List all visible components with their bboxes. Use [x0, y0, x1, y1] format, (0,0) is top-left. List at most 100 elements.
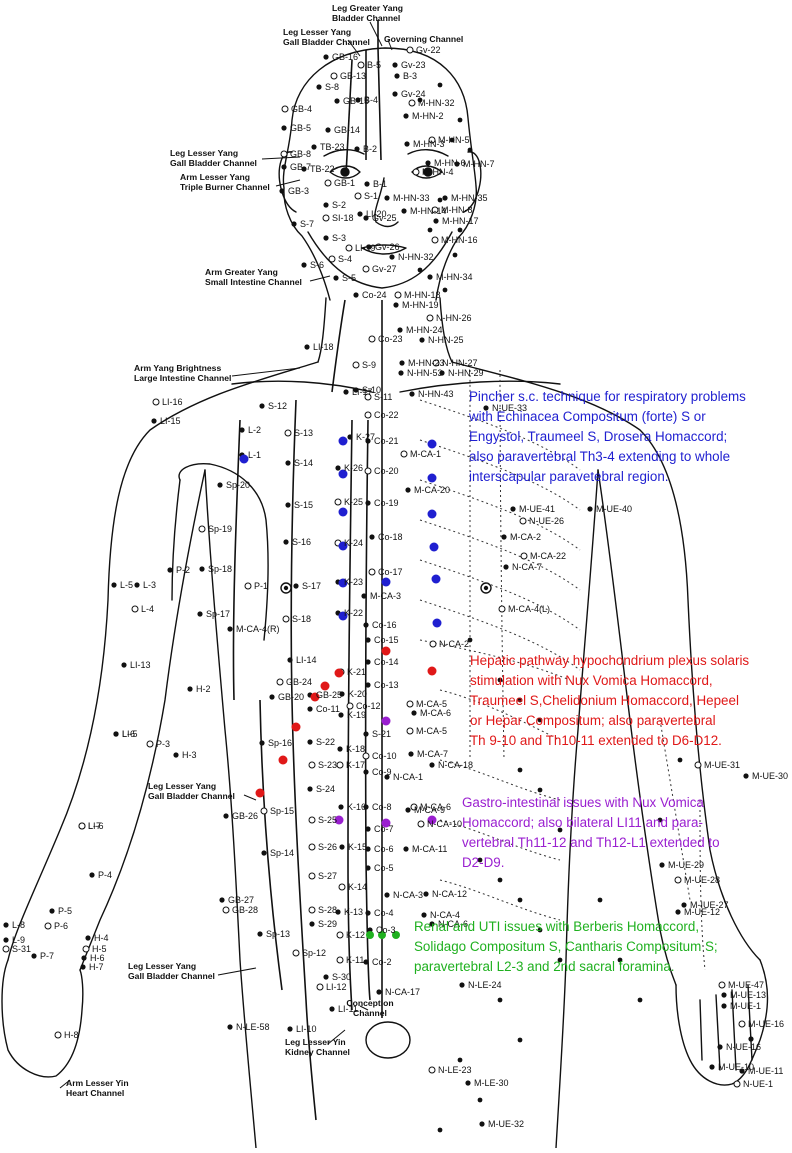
acupoint-hollow — [78, 822, 86, 830]
left-hand — [1, 959, 84, 1078]
acupoint — [457, 117, 463, 123]
point-label: K-17 — [346, 760, 365, 770]
acupoint-hollow — [738, 1020, 746, 1028]
acupoint — [392, 62, 398, 68]
point-label: Sp-16 — [268, 738, 292, 748]
point-label: LI-17 — [352, 387, 373, 397]
point-label: M-CA-4(R) — [236, 624, 280, 634]
acupoint — [323, 974, 329, 980]
acupoint — [425, 160, 431, 166]
right-clavicle — [399, 380, 561, 393]
treatment-point — [381, 716, 391, 726]
point-label: Co-20 — [374, 466, 399, 476]
treatment-point — [334, 815, 344, 825]
treatment-point — [427, 509, 437, 519]
acupoint-hollow — [431, 206, 439, 214]
acupoint — [365, 659, 371, 665]
point-label: L-6 — [122, 729, 135, 739]
acupoint-hollow — [54, 1031, 62, 1039]
point-label: H-3 — [182, 750, 197, 760]
point-label: N-CA-17 — [385, 987, 420, 997]
point-label: K-22 — [344, 608, 363, 618]
hepatic-points — [255, 646, 437, 798]
acupoint — [323, 54, 329, 60]
acupoint — [457, 227, 463, 233]
point-label: Co-22 — [374, 410, 399, 420]
point-label: Gv-25 — [372, 213, 397, 223]
acupoint-hollow — [146, 740, 154, 748]
acupoint-hollow — [362, 752, 370, 760]
right-ear — [463, 151, 482, 213]
acupoint — [411, 710, 417, 716]
point-label: M-HN-6 — [434, 158, 466, 168]
acupoint-hollow — [260, 807, 268, 815]
point-label: K-12 — [346, 930, 365, 940]
acupoint — [121, 662, 127, 668]
point-label: B-1 — [373, 179, 387, 189]
point-label: S-2 — [332, 200, 346, 210]
acupoint — [217, 482, 223, 488]
left-arm-inner — [79, 469, 206, 971]
acupoint — [659, 862, 665, 868]
treatment-point — [427, 473, 437, 483]
point-label: LI-14 — [296, 655, 317, 665]
navel — [365, 1021, 411, 1059]
acupoint — [173, 752, 179, 758]
respiratory-note: Pincher s.c. technique for respiratory p… — [469, 387, 746, 487]
point-label: S-21 — [372, 729, 391, 739]
channel-label: Large Intestine Channel — [134, 373, 231, 383]
point-label: TB-23 — [320, 142, 345, 152]
acupoint-hollow — [364, 411, 372, 419]
acupoint — [279, 188, 285, 194]
acupoint — [329, 1006, 335, 1012]
acupoint — [285, 460, 291, 466]
point-label: K-20 — [348, 689, 367, 699]
acupoint-hollow — [408, 99, 416, 107]
point-label: S-14 — [294, 458, 313, 468]
acupoint — [307, 706, 313, 712]
point-label: M-LE-30 — [474, 1078, 509, 1088]
point-label: S-15 — [294, 500, 313, 510]
acupoint-hollow — [308, 872, 316, 880]
acupoint — [363, 731, 369, 737]
acupoint-hollow — [330, 72, 338, 80]
channel-label: Bladder Channel — [332, 13, 400, 23]
acupoint-hollow — [428, 136, 436, 144]
channel-label: Leg Greater Yang — [332, 3, 403, 13]
point-label: Gv-26 — [375, 242, 400, 252]
acupoint — [269, 694, 275, 700]
channel-label: Leg Lesser Yang — [128, 961, 196, 971]
point-label: P-3 — [156, 739, 170, 749]
point-label: S-31 — [12, 944, 31, 954]
acupoint-hollow — [131, 605, 139, 613]
renal-points — [366, 931, 400, 939]
acupoint — [721, 1003, 727, 1009]
acupoint — [134, 582, 140, 588]
point-label: N-HN-29 — [448, 368, 484, 378]
point-label: M-UE-12 — [684, 907, 720, 917]
point-label: Sp-20 — [226, 480, 250, 490]
note-line: paravertebral L2-3 and 2nd sacral forami… — [414, 959, 675, 974]
point-label: L-7 — [88, 821, 101, 831]
point-label: Gv-23 — [401, 60, 426, 70]
note-line: stimulation with Nux Vomica Homaccord, — [470, 673, 713, 688]
point-label: Sp-12 — [302, 948, 326, 958]
acupoint-hollow — [292, 949, 300, 957]
point-label: M-HN-8 — [441, 205, 473, 215]
point-label: N-CA-1 — [393, 772, 423, 782]
neck-left — [317, 297, 327, 363]
left-torso — [204, 469, 257, 1149]
right-shoulder — [451, 361, 761, 961]
acupoint — [384, 774, 390, 780]
acupoint-hollow — [520, 552, 528, 560]
acupoint — [365, 865, 371, 871]
acupoint — [293, 583, 299, 589]
acupoint-hollow — [334, 498, 342, 506]
head-outline — [282, 47, 477, 301]
point-label: Sp-13 — [266, 929, 290, 939]
acupoint-hollow — [498, 605, 506, 613]
spleen-line — [232, 419, 241, 701]
acupoint — [537, 717, 543, 723]
